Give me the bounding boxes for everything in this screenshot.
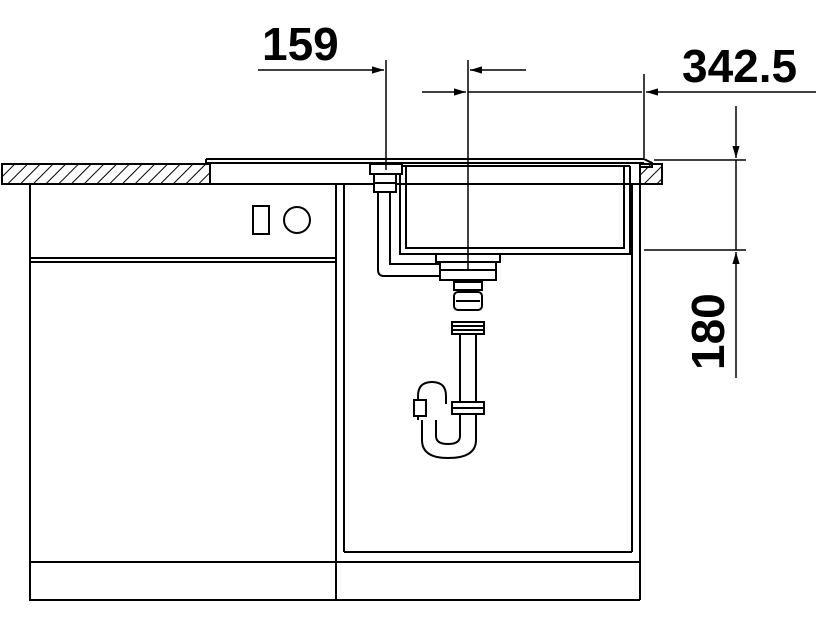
dishwasher-control-button-icon [252,205,270,235]
trap-outlet-hook [417,380,447,420]
trap-u-bend-inner [435,414,461,446]
worktop-left [1,163,211,185]
dishwasher-body [29,183,337,601]
sink-cabinet [210,183,641,601]
sink-rim-right-lip [640,158,653,168]
sink-bowl-inner [405,166,625,249]
trap-coupling-upper [453,281,483,291]
dim-label-180: 180 [682,293,734,370]
dim-label-342-5: 342.5 [682,40,797,92]
dim-label-159: 159 [262,18,339,70]
trap-outlet-nut [413,399,427,417]
dishwasher-control-knob-icon [283,206,311,234]
overflow-pipe [377,192,440,277]
worktop [1,163,663,185]
dimension-labels: 159 342.5 180 [262,18,797,370]
waste-fitting [369,163,501,460]
dishwasher-cabinet [29,183,337,601]
sink-bowl-outer [399,166,631,255]
dimension-lines [258,60,816,378]
trap-u-bend-outer [421,414,477,460]
trap-nut-2 [451,321,485,335]
sink [205,158,653,255]
